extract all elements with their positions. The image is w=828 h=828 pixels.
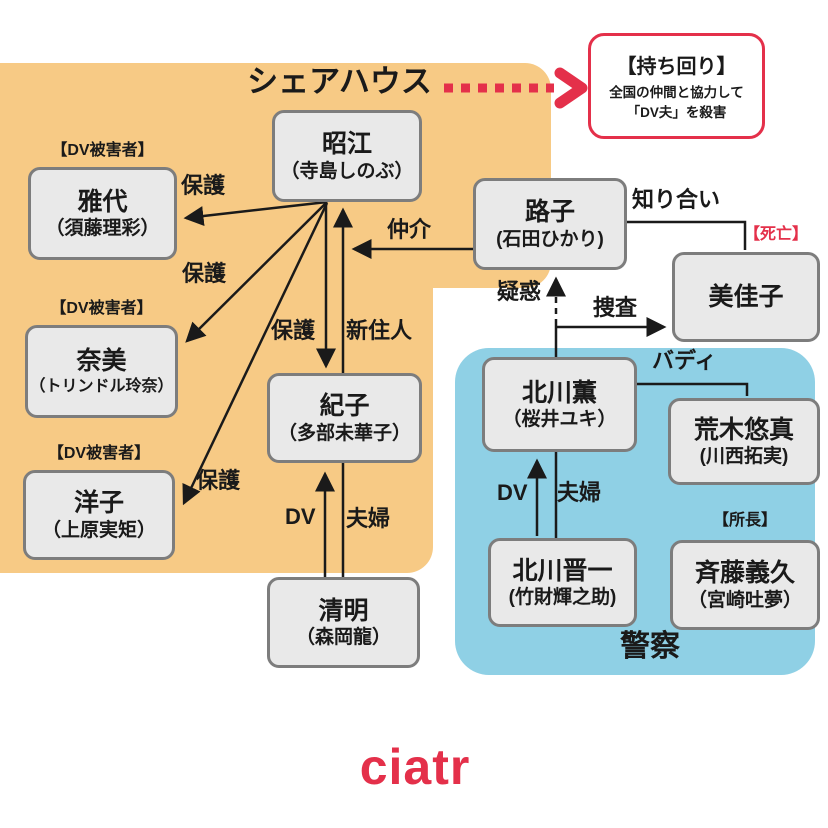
tag-chief-saito: 【所長】 [712, 512, 777, 529]
person-box-michiko: 路子 (石田ひかり) [473, 178, 627, 270]
person-actor: （寺島しのぶ） [280, 160, 414, 182]
person-actor: (竹財輝之助) [508, 587, 617, 609]
label-giwaku: 疑惑 [497, 279, 542, 304]
person-box-kaoru: 北川薫 （桜井ユキ） [482, 357, 637, 452]
label-hogo-masayo: 保護 [181, 173, 226, 198]
note-body-line2: 「DV夫」を殺害 [626, 104, 727, 120]
label-chukai: 仲介 [387, 217, 432, 242]
person-actor: (石田ひかり) [496, 228, 604, 250]
label-shinjunin: 新住人 [346, 318, 413, 343]
person-box-araki: 荒木悠真 (川西拓実) [668, 398, 820, 485]
label-shiriai: 知り合い [632, 187, 721, 212]
dotted-arrow-head [554, 67, 588, 109]
police-title: 警察 [620, 630, 680, 663]
note-body-line1: 全国の仲間と協力して [609, 84, 744, 100]
line-shiriai [627, 220, 747, 250]
person-name: 北川薫 [521, 378, 597, 407]
tag-dv-victim-yoko: 【DV被害者】 [47, 445, 151, 462]
person-name: 路子 [524, 198, 575, 227]
ciatr-logo: ciatr [359, 739, 471, 795]
person-name: 美佳子 [708, 282, 784, 311]
label-fuufu-noriko: 夫婦 [346, 506, 391, 531]
tag-death-mikako: 【死亡】 [743, 226, 808, 243]
person-box-mikako: 美佳子 [672, 252, 820, 342]
person-box-yoko: 洋子 （上原実矩） [23, 470, 175, 560]
note-box: 【持ち回り】 全国の仲間と協力して 「DV夫」を殺害 [588, 33, 765, 139]
person-actor: （多部未華子） [277, 422, 411, 444]
person-box-masayo: 雅代 （須藤理彩） [28, 167, 177, 260]
person-name: 荒木悠真 [693, 415, 794, 444]
person-name: 清明 [318, 596, 369, 625]
label-dv-noriko: DV [285, 504, 316, 529]
person-box-nami: 奈美 （トリンドル玲奈） [25, 325, 178, 418]
person-actor: (川西拓実) [699, 446, 789, 468]
person-name: 洋子 [73, 489, 124, 518]
person-box-saito: 斉藤義久 （宮崎吐夢） [670, 540, 820, 630]
sharehouse-title: シェアハウス [247, 64, 432, 99]
person-actor: （上原実矩） [41, 519, 156, 541]
person-box-noriko: 紀子 （多部未華子） [267, 373, 422, 463]
label-hogo-noriko: 保護 [271, 318, 316, 343]
person-actor: （桜井ユキ） [502, 409, 617, 431]
person-actor: （須藤理彩） [45, 218, 160, 240]
note-title: 【持ち回り】 [616, 55, 737, 78]
person-name: 昭江 [321, 130, 372, 159]
person-name: 北川晋一 [512, 556, 613, 585]
label-fuufu-kaoru: 夫婦 [557, 480, 602, 505]
person-actor: （森岡龍） [295, 627, 391, 649]
person-box-kiyoaki: 清明 （森岡龍） [267, 577, 420, 668]
tag-dv-victim-nami: 【DV被害者】 [50, 300, 153, 317]
note-body: 全国の仲間と協力して 「DV夫」を殺害 [609, 83, 744, 122]
person-name: 斉藤義久 [694, 559, 795, 588]
person-name: 雅代 [77, 187, 128, 216]
tag-dv-victim-masayo: 【DV被害者】 [51, 142, 154, 159]
label-hogo-yoko: 保護 [196, 468, 241, 493]
label-sousa: 捜査 [593, 295, 638, 320]
person-box-shinichi: 北川晋一 (竹財輝之助) [488, 538, 637, 627]
person-box-akie: 昭江 （寺島しのぶ） [272, 110, 422, 202]
person-actor: （トリンドル玲奈） [29, 377, 174, 395]
label-dv-kaoru: DV [497, 480, 528, 505]
label-hogo-nami: 保護 [182, 261, 227, 286]
person-actor: （宮崎吐夢） [687, 589, 802, 611]
person-name: 奈美 [76, 347, 127, 376]
label-buddy: バディ [652, 348, 717, 373]
person-name: 紀子 [319, 392, 370, 421]
